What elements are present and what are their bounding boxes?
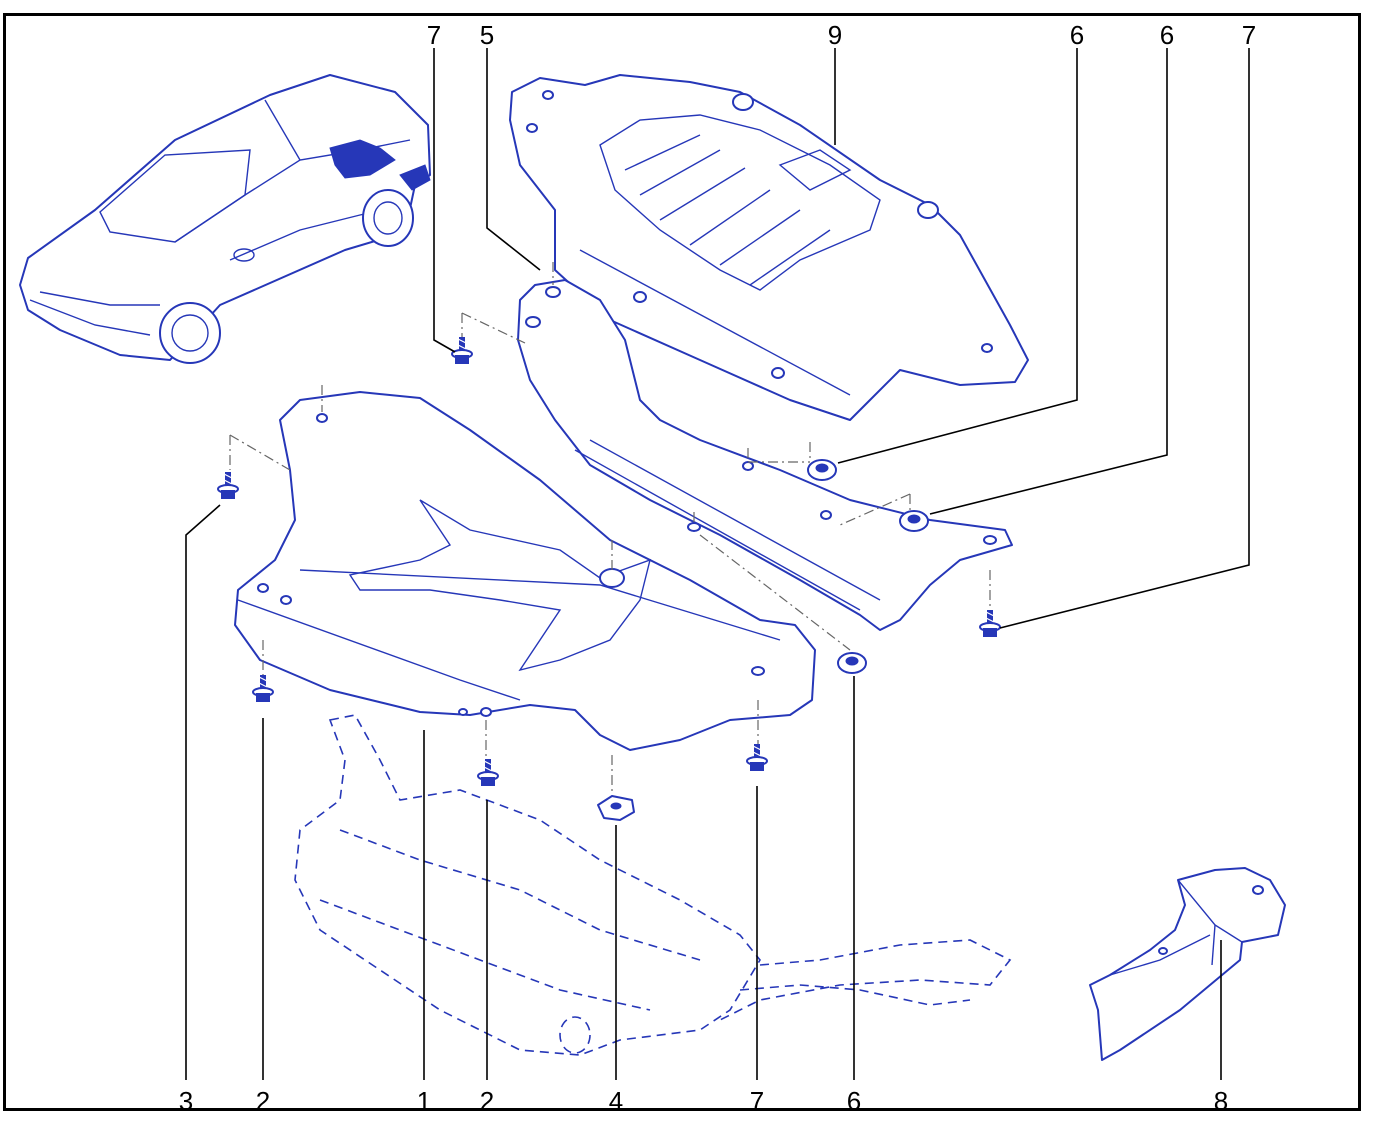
callout-1-bottom: 1 (417, 1086, 431, 1116)
callout-5-top: 5 (480, 20, 494, 50)
nut-icon (837, 652, 867, 674)
callout-2-bottom-mid: 2 (480, 1086, 494, 1116)
callout-7-top-left: 7 (427, 20, 441, 50)
callout-9-top: 9 (828, 20, 842, 50)
bolts-group (217, 337, 1001, 786)
callout-6-top-a: 6 (1070, 20, 1084, 50)
bolt-icon (451, 337, 473, 364)
fuel-tank-outline (294, 714, 1012, 1056)
car-overview-icon (19, 74, 431, 364)
heat-shield-1 (234, 391, 816, 751)
bolt-icon (746, 744, 768, 771)
leader-lines (185, 48, 1250, 1080)
callouts: 7 5 9 6 6 7 3 2 1 2 4 7 6 8 (179, 20, 1256, 1116)
bolt-icon (979, 610, 1001, 637)
heat-shield-8 (1089, 867, 1286, 1061)
bolt-icon (217, 472, 239, 499)
callout-7-top-right: 7 (1242, 20, 1256, 50)
assembly-axes (229, 262, 991, 795)
heat-shield-5 (517, 279, 1013, 631)
callout-8-bottom: 8 (1214, 1086, 1228, 1116)
bolt-icon (252, 675, 274, 702)
bolt-icon (477, 759, 499, 786)
heat-shield-9 (509, 74, 1029, 421)
clip-icon (597, 795, 635, 821)
callout-4-bottom: 4 (609, 1086, 623, 1116)
callout-3-bottom: 3 (179, 1086, 193, 1116)
callout-2-bottom-left: 2 (256, 1086, 270, 1116)
callout-6-top-b: 6 (1160, 20, 1174, 50)
callout-6-bottom: 6 (847, 1086, 861, 1116)
nut-icon (899, 510, 929, 532)
nut-icon (807, 459, 837, 481)
callout-7-bottom: 7 (750, 1086, 764, 1116)
